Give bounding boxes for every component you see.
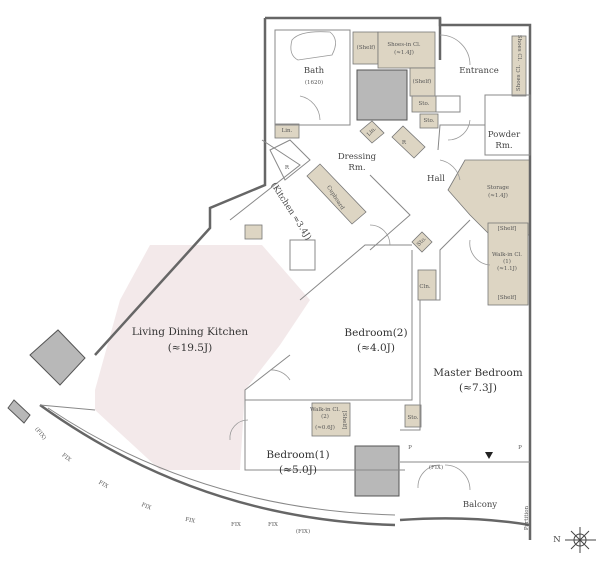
wic1-area: (≈1.1J): [497, 265, 517, 272]
shoes-cl-label: Shoes Cl.: [515, 64, 522, 92]
ref-label: R: [401, 139, 407, 146]
sto-label: Sto.: [407, 414, 419, 421]
master-area: (≈7.3J): [459, 381, 497, 394]
shoes-cl-label: Shoes Cl.: [516, 34, 523, 62]
entry-marker: [485, 452, 493, 459]
interior-walls: [39, 29, 531, 516]
storage-areas: [244, 31, 531, 437]
compass-icon: [565, 527, 596, 553]
pipe-label: P: [408, 444, 412, 451]
shelf-label: (Shelf): [356, 44, 376, 51]
wic1-num: (1): [503, 258, 511, 265]
bedroom1-name: Bedroom(1): [266, 448, 330, 461]
shafts: [7, 69, 408, 497]
storage-name: Storage: [487, 184, 509, 191]
shoes-in-area: (≈1.4J): [394, 49, 414, 56]
sto-label: Sto.: [423, 117, 435, 124]
fix-label: FIX: [268, 521, 278, 528]
bedroom1-area: (≈5.0J): [279, 463, 317, 476]
balcony-label: Balcony: [462, 500, 498, 511]
entrance-label: Entrance: [459, 66, 499, 77]
walls: [39, 16, 532, 540]
dressing-name2: Rm.: [348, 163, 366, 174]
bath-size: (1620): [304, 79, 324, 86]
shelf-label: (Shelf): [412, 78, 432, 85]
sto-label: Sto.: [418, 100, 430, 107]
shelf-label: [Shelf]: [341, 410, 348, 430]
bedroom2-area: (≈4.0J): [357, 341, 395, 354]
ldk-area: (≈19.5J): [167, 341, 213, 354]
dressing-name: Dressing: [337, 152, 377, 163]
wic2-num: (2): [321, 413, 329, 420]
cln-label: Cln.: [419, 283, 431, 290]
fix-label: (FIX): [428, 464, 444, 471]
wic2-name: Walk-in Cl.: [309, 406, 341, 413]
bedroom2-name: Bedroom(2): [344, 326, 408, 339]
doors: [229, 31, 491, 491]
partition-label: Partition: [523, 505, 530, 531]
master-name: Master Bedroom: [433, 366, 523, 379]
shoes-in-name: Shoes-in Cl.: [387, 41, 421, 48]
lin-label: Lin.: [281, 127, 293, 134]
ref-label: R: [284, 164, 290, 171]
storage-area: (≈1.4J): [488, 192, 508, 199]
ldk-floor: [95, 245, 310, 470]
shelf-label: [Shelf]: [497, 294, 517, 301]
bath-name: Bath: [303, 66, 325, 77]
hall-label: Hall: [427, 174, 445, 185]
compass-north: N: [553, 535, 561, 546]
powder-name: Powder: [487, 130, 521, 141]
fix-label: (FIX): [295, 528, 311, 535]
wic1-name: Walk-in Cl.: [491, 251, 523, 258]
pipe-label: P: [518, 444, 522, 451]
fix-label: FIX: [231, 521, 241, 528]
wic2-area: (≈0.6J): [315, 424, 335, 431]
powder-name2: Rm.: [495, 141, 513, 152]
ldk-name: Living Dining Kitchen: [131, 325, 249, 338]
shelf-label: [Shelf]: [497, 225, 517, 232]
